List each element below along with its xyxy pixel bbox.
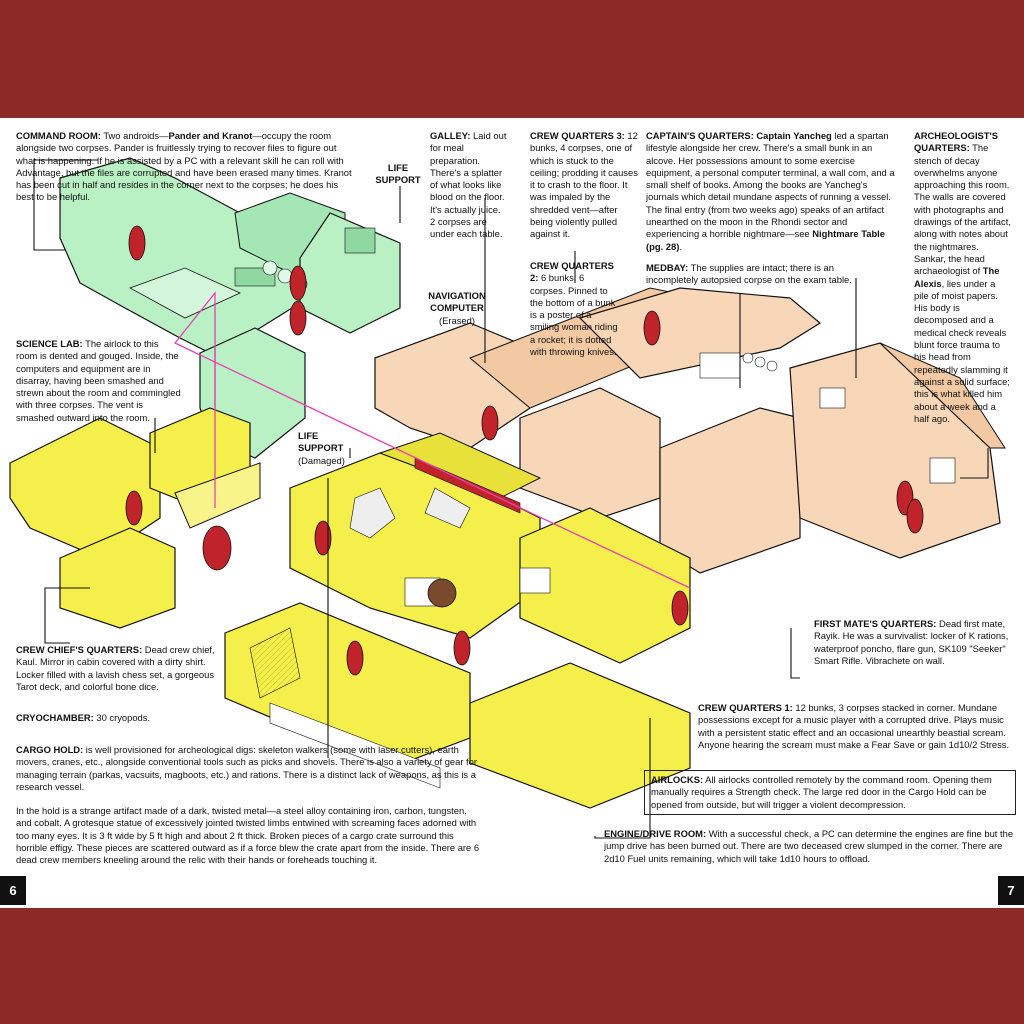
airlocks-callout: AIRLOCKS: All airlocks controlled remote…: [644, 770, 1016, 815]
science-lab-text: SCIENCE LAB: The airlock to this room is…: [16, 338, 181, 423]
crew-quarters-3-text: CREW QUARTERS 3: 12 bunks, 4 corpses, on…: [530, 130, 638, 240]
page-number-right: 7: [998, 876, 1024, 905]
rulebook-spread: COMMAND ROOM: Two androids—Pander and Kr…: [0, 118, 1024, 908]
cargo-section: [9, 407, 691, 809]
crew-section: [374, 287, 1006, 574]
leader-lines: [33, 159, 989, 839]
engine-drive-room-text: ENGINE/DRIVE ROOM: With a successful che…: [604, 828, 1014, 864]
crew-quarters-2-text: CREW QUARTERS 2: 6 bunks, 6 corpses. Pin…: [530, 260, 618, 358]
crew-chiefs-quarters-text: CREW CHIEF'S QUARTERS: Dead crew chief, …: [16, 644, 215, 692]
ship-deck-map: [9, 157, 1006, 839]
galley-text: GALLEY: Laid out for meal preparation. T…: [430, 130, 507, 240]
life-support-label: LIFE SUPPORT: [375, 162, 421, 186]
page-number-left: 6: [0, 876, 26, 905]
captains-quarters-text: CAPTAIN'S QUARTERS: Captain Yancheg led …: [646, 130, 895, 252]
command-room-text: COMMAND ROOM: Two androids—Pander and Kr…: [16, 130, 352, 203]
medbay-text: MEDBAY: The supplies are intact; there i…: [646, 262, 852, 286]
airlock-control-lines: [173, 291, 691, 589]
crew-quarters-1-text: CREW QUARTERS 1: 12 bunks, 3 corpses sta…: [698, 702, 1010, 750]
command-section: [59, 157, 401, 459]
archeologists-quarters-text: ARCHEOLOGIST'S QUARTERS: The stench of d…: [914, 130, 1011, 424]
first-mates-quarters-text: FIRST MATE'S QUARTERS: Dead first mate, …: [814, 618, 1009, 666]
navigation-computer-label: NAVIGATION COMPUTER (Erased): [428, 290, 486, 326]
cryochamber-text: CRYOCHAMBER: 30 cryopods.: [16, 712, 151, 723]
life-support-damaged-label: LIFE SUPPORT (Damaged): [298, 430, 345, 466]
cargo-hold-text: CARGO HOLD: is well provisioned for arch…: [16, 744, 480, 866]
